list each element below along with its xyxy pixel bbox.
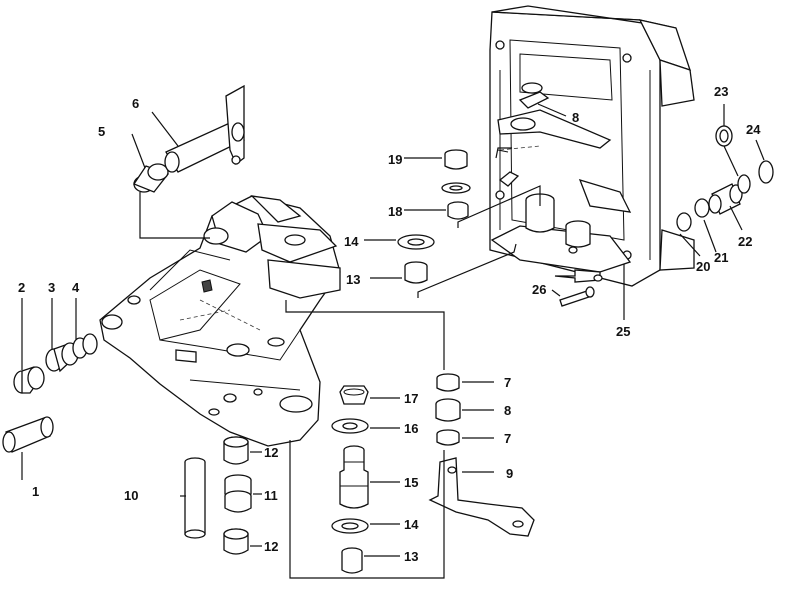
part-21-spacer — [737, 174, 751, 194]
part-8-bushing — [435, 398, 461, 422]
part-13-bushing-bottom — [341, 547, 363, 574]
callout-3: 3 — [48, 280, 55, 295]
frame-assembly — [489, 5, 695, 287]
callout-15: 15 — [404, 475, 418, 490]
part-2-bushing — [13, 366, 45, 394]
callout-12b: 12 — [264, 539, 278, 554]
part-9-bracket — [428, 457, 535, 537]
part-19-bushing — [441, 149, 471, 194]
callout-8b: 8 — [504, 403, 511, 418]
callout-16: 16 — [404, 421, 418, 436]
part-20-oring — [676, 212, 692, 232]
part-22-bushing — [708, 183, 743, 215]
main-casting — [99, 195, 341, 447]
callout-21: 21 — [714, 250, 728, 265]
part-18-bushing — [447, 201, 469, 220]
part-21-ring — [694, 198, 710, 218]
part-7-bushing-top — [436, 373, 460, 392]
part-26-bolt — [559, 286, 595, 307]
part-14-washer-top — [397, 234, 435, 250]
callout-13b: 13 — [404, 549, 418, 564]
callout-7: 7 — [504, 375, 511, 390]
part-17-nut — [339, 385, 369, 405]
callout-2: 2 — [18, 280, 25, 295]
callout-14b: 14 — [404, 517, 419, 532]
part-16-washer — [331, 418, 369, 434]
callout-1: 1 — [32, 484, 39, 499]
callout-labels: 1 2 3 4 5 6 7 8 9 10 11 12 13 14 15 16 1… — [18, 84, 761, 564]
callout-20: 20 — [696, 259, 710, 274]
part-10-pin — [184, 457, 206, 539]
part-12-bushing-bottom — [223, 528, 249, 555]
part-5-bushing — [133, 163, 170, 193]
callout-11: 11 — [264, 488, 278, 503]
leader-lines — [21, 103, 765, 579]
callout-5: 5 — [98, 124, 105, 139]
callout-4: 4 — [72, 280, 80, 295]
callout-10: 10 — [124, 488, 138, 503]
callout-9: 9 — [506, 466, 513, 481]
callout-14: 14 — [344, 234, 359, 249]
callout-12: 12 — [264, 445, 278, 460]
part-24-snap-ring — [758, 160, 774, 184]
part-14-washer-bottom — [331, 518, 369, 534]
part-1-pin — [2, 416, 54, 453]
callout-8: 8 — [572, 110, 579, 125]
callout-19: 19 — [388, 152, 402, 167]
callout-23: 23 — [714, 84, 728, 99]
part-23-seal — [715, 125, 733, 147]
part-13-bushing-top — [404, 261, 428, 284]
part-11-bushing-pair — [224, 474, 252, 513]
callout-6: 6 — [132, 96, 139, 111]
callout-13: 13 — [346, 272, 360, 287]
part-4-bushing — [72, 333, 98, 359]
callout-7b: 7 — [504, 431, 511, 446]
callout-25: 25 — [616, 324, 630, 339]
callout-22: 22 — [738, 234, 752, 249]
callout-26: 26 — [532, 282, 546, 297]
part-15-kingpin — [339, 445, 369, 509]
part-12-bushing-top — [223, 436, 249, 465]
callout-18: 18 — [388, 204, 402, 219]
part-6-pin — [164, 84, 245, 173]
callout-24: 24 — [746, 122, 761, 137]
callout-17: 17 — [404, 391, 418, 406]
part-7-bushing-bottom — [436, 429, 460, 446]
